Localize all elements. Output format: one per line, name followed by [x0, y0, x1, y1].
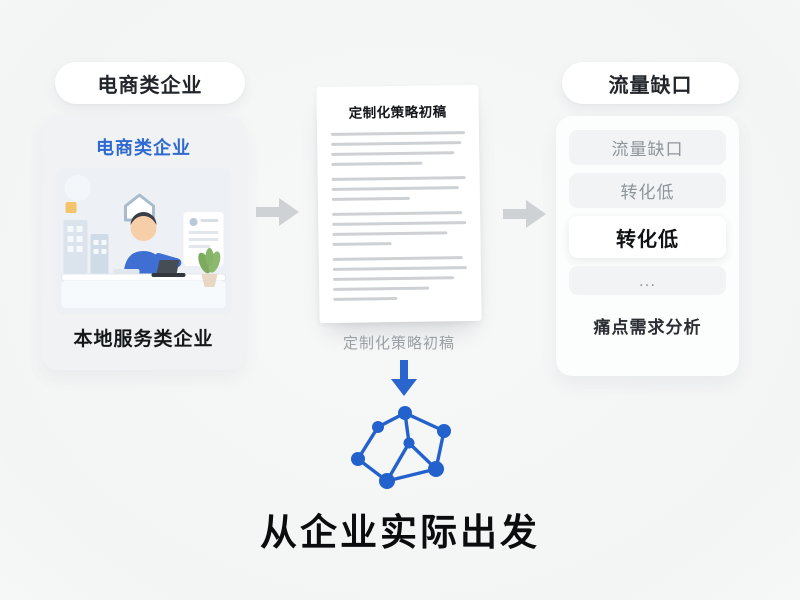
- doc-text-line: [332, 242, 392, 246]
- strategy-document-body: [331, 131, 467, 301]
- enterprise-card-caption: 本地服务类企业: [73, 329, 214, 350]
- enterprise-card: 电商类企业: [42, 116, 245, 370]
- traffic-gap-pill: 流量缺口: [562, 62, 739, 104]
- strategy-document: 定制化策略初稿: [316, 84, 482, 324]
- doc-text-line: [331, 131, 466, 136]
- strategy-document-title: 定制化策略初稿: [348, 104, 447, 121]
- document-caption: 定制化策略初稿: [342, 335, 455, 352]
- doc-text-line: [333, 297, 398, 301]
- pain-point-item: ...: [569, 266, 726, 295]
- arrow-right-icon: [256, 198, 299, 226]
- doc-text-line: [331, 151, 455, 156]
- doc-text-line: [331, 141, 462, 146]
- pain-points-caption: 痛点需求分析: [593, 318, 702, 337]
- doc-text-line: [331, 196, 410, 201]
- doc-text-line: [332, 256, 463, 261]
- doc-text-line: [332, 221, 467, 226]
- ecommerce-pill: 电商类企业: [55, 62, 245, 104]
- ecommerce-pill-label: 电商类企业: [97, 74, 203, 97]
- doc-text-line: [333, 286, 430, 291]
- network-graph-icon: [351, 406, 451, 489]
- pain-point-item: 转化低: [569, 173, 726, 208]
- traffic-gap-pill-label: 流量缺口: [608, 74, 693, 97]
- pain-point-label: ...: [638, 270, 657, 290]
- arrow-right-icon: [503, 200, 546, 228]
- doc-text-line: [332, 211, 463, 216]
- pain-point-item-highlighted: 转化低: [569, 216, 726, 258]
- arrow-down-icon: [391, 360, 417, 396]
- pain-point-item: 流量缺口: [569, 130, 726, 165]
- office-illustration: [55, 168, 232, 314]
- pain-point-label: 转化低: [620, 183, 675, 202]
- doc-text-line: [332, 231, 448, 236]
- pain-point-label: 转化低: [616, 228, 679, 251]
- enterprise-card-title: 电商类企业: [96, 138, 191, 158]
- doc-text-line: [333, 276, 454, 281]
- doc-text-line: [331, 161, 423, 166]
- pain-points-card: 流量缺口 转化低 转化低 ... 痛点需求分析: [556, 116, 739, 376]
- doc-text-line: [331, 186, 460, 191]
- pain-point-label: 流量缺口: [611, 140, 684, 159]
- doc-text-line: [331, 176, 466, 181]
- doc-text-line: [332, 266, 467, 271]
- main-title: 从企业实际出发: [260, 512, 540, 553]
